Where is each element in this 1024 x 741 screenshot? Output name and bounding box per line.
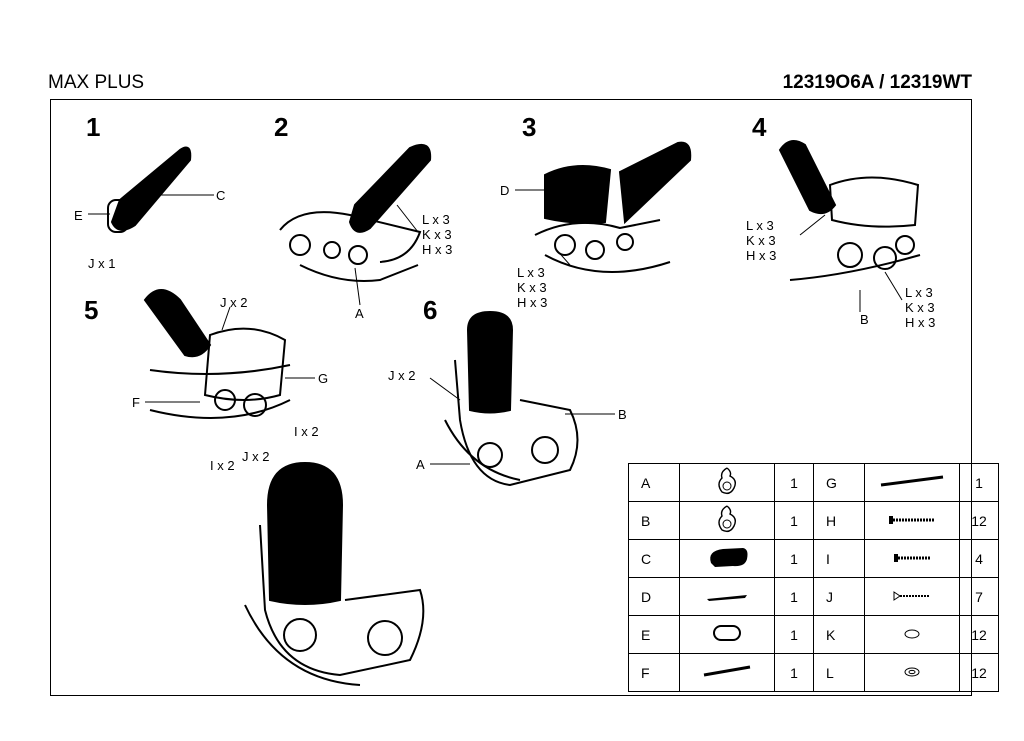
part-letter: J xyxy=(813,577,865,616)
table-row: F 1 L 12 xyxy=(628,653,999,692)
step3-chair-illustration xyxy=(534,141,692,273)
part-label: G xyxy=(318,371,329,386)
part-label: F xyxy=(132,395,140,410)
washer-icon xyxy=(864,615,960,654)
backrest-icon xyxy=(679,539,775,578)
table-row: C 1 I 4 xyxy=(628,539,999,578)
part-qty: 4 xyxy=(959,539,999,578)
part-letter: E xyxy=(628,615,680,654)
part-label: I x 2 xyxy=(210,458,235,473)
part-label: I x 2 xyxy=(294,424,319,439)
seat-slat-icon xyxy=(679,577,775,616)
part-letter: B xyxy=(628,501,680,540)
nut-icon xyxy=(864,653,960,692)
step-number: 3 xyxy=(522,112,537,142)
parts-table: A 1 G 1 B 1 H 12 C xyxy=(628,463,999,692)
part-label: B xyxy=(860,312,869,327)
part-letter: K xyxy=(813,615,865,654)
table-row: E 1 K 12 xyxy=(628,615,999,654)
side-frame-icon xyxy=(679,501,775,540)
part-label: J x 1 xyxy=(88,256,116,271)
part-label: D xyxy=(500,183,510,198)
table-row: D 1 J 7 xyxy=(628,577,999,616)
step-number: 2 xyxy=(274,112,289,142)
part-label: L x 3 K x 3 H x 3 xyxy=(746,218,777,263)
part-qty: 1 xyxy=(774,653,814,692)
part-qty: 12 xyxy=(959,615,999,654)
step4-chair-illustration xyxy=(778,140,921,281)
step6-chair-illustration xyxy=(444,310,579,487)
table-row: A 1 G 1 xyxy=(628,463,999,502)
part-label: A xyxy=(355,306,364,321)
part-label: J x 2 xyxy=(220,295,248,310)
part-qty: 1 xyxy=(774,463,814,502)
part-letter: A xyxy=(628,463,680,502)
table-row: B 1 H 12 xyxy=(628,501,999,540)
part-letter: I xyxy=(813,539,865,578)
part-letter: D xyxy=(628,577,680,616)
ring-icon xyxy=(679,615,775,654)
part-qty: 12 xyxy=(959,653,999,692)
part-letter: F xyxy=(628,653,680,692)
part-qty: 1 xyxy=(774,615,814,654)
part-letter: H xyxy=(813,501,865,540)
brand-title: MAX PLUS xyxy=(48,72,145,93)
step1-backrest-illustration xyxy=(107,146,192,233)
step-number: 1 xyxy=(86,112,101,142)
part-label: J x 2 xyxy=(388,368,416,383)
part-qty: 1 xyxy=(959,463,999,502)
step-number: 4 xyxy=(752,112,767,142)
step5-chair-illustration xyxy=(143,289,291,419)
part-letter: L xyxy=(813,653,865,692)
part-label: L x 3 K x 3 H x 3 xyxy=(517,265,548,310)
part-letter: G xyxy=(813,463,865,502)
short-bolt-icon xyxy=(864,539,960,578)
part-qty: 7 xyxy=(959,577,999,616)
bar-icon xyxy=(679,653,775,692)
part-letter: C xyxy=(628,539,680,578)
part-label: E xyxy=(74,208,83,223)
part-label: J x 2 xyxy=(242,449,270,464)
part-qty: 1 xyxy=(774,501,814,540)
step2-chair-illustration xyxy=(279,144,432,282)
part-label: C xyxy=(216,188,226,203)
rod-icon xyxy=(864,463,960,502)
part-label: A xyxy=(416,457,425,472)
instruction-frame xyxy=(50,99,972,696)
product-codes: 12319O6A / 12319WT xyxy=(782,72,972,93)
long-bolt-icon xyxy=(864,501,960,540)
part-label: L x 3 K x 3 H x 3 xyxy=(905,285,936,330)
part-label: B xyxy=(618,407,627,422)
part-label: L x 3 K x 3 H x 3 xyxy=(422,212,453,257)
screw-icon xyxy=(864,577,960,616)
step-number: 6 xyxy=(423,295,438,325)
side-frame-icon xyxy=(679,463,775,502)
part-qty: 12 xyxy=(959,501,999,540)
step-number: 5 xyxy=(84,295,99,325)
final-chair-illustration xyxy=(244,461,425,686)
part-qty: 1 xyxy=(774,577,814,616)
part-qty: 1 xyxy=(774,539,814,578)
